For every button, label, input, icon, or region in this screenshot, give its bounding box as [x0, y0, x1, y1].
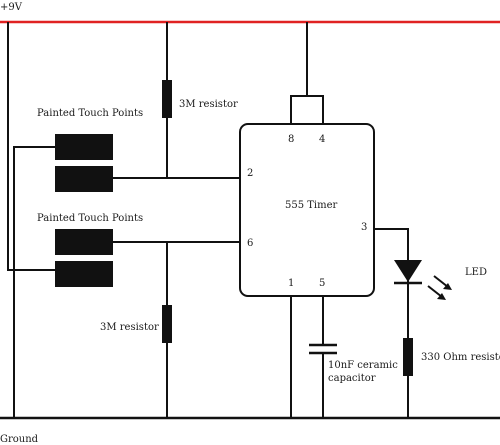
led-label: LED [465, 267, 487, 278]
touch-pad-top-b [55, 166, 113, 192]
touch-points-top-label: Painted Touch Points [37, 108, 143, 119]
touch-pad-bottom-a [55, 229, 113, 255]
timer-label: 555 Timer [285, 200, 338, 211]
resistor-bottom-label: 3M resistor [100, 322, 159, 333]
touch-points-bottom-label: Painted Touch Points [37, 213, 143, 224]
pin3-output-wire [374, 228, 409, 418]
supply-label: +9V [0, 2, 23, 13]
resistor-icon [162, 80, 172, 118]
pin-6-label: 6 [247, 238, 253, 249]
pin-8-label: 8 [288, 134, 294, 145]
capacitor-label-line2: capacitor [328, 373, 376, 384]
led-resistor-label: 330 Ohm resistor [421, 352, 500, 363]
diode-led-icon [394, 260, 422, 282]
touch-pad-bottom-b [55, 261, 113, 287]
touch-to-ground-wire [13, 146, 56, 418]
pin-2-label: 2 [247, 168, 253, 179]
pin-1-label: 1 [288, 278, 294, 289]
pins-8-4-link [290, 95, 324, 125]
resistor-icon [162, 305, 172, 343]
resistor-top-label: 3M resistor [179, 99, 238, 110]
pin-5-label: 5 [319, 278, 325, 289]
pin-4-label: 4 [319, 134, 325, 145]
ground-label: Ground [0, 434, 39, 445]
touch-pad-top-a [55, 134, 113, 160]
supply-to-touch-wire [7, 22, 56, 271]
light-emission-arrows-icon [427, 275, 452, 300]
pin-3-label: 3 [361, 222, 367, 233]
resistor-icon [403, 338, 413, 376]
capacitor-label-line1: 10nF ceramic [328, 360, 398, 371]
